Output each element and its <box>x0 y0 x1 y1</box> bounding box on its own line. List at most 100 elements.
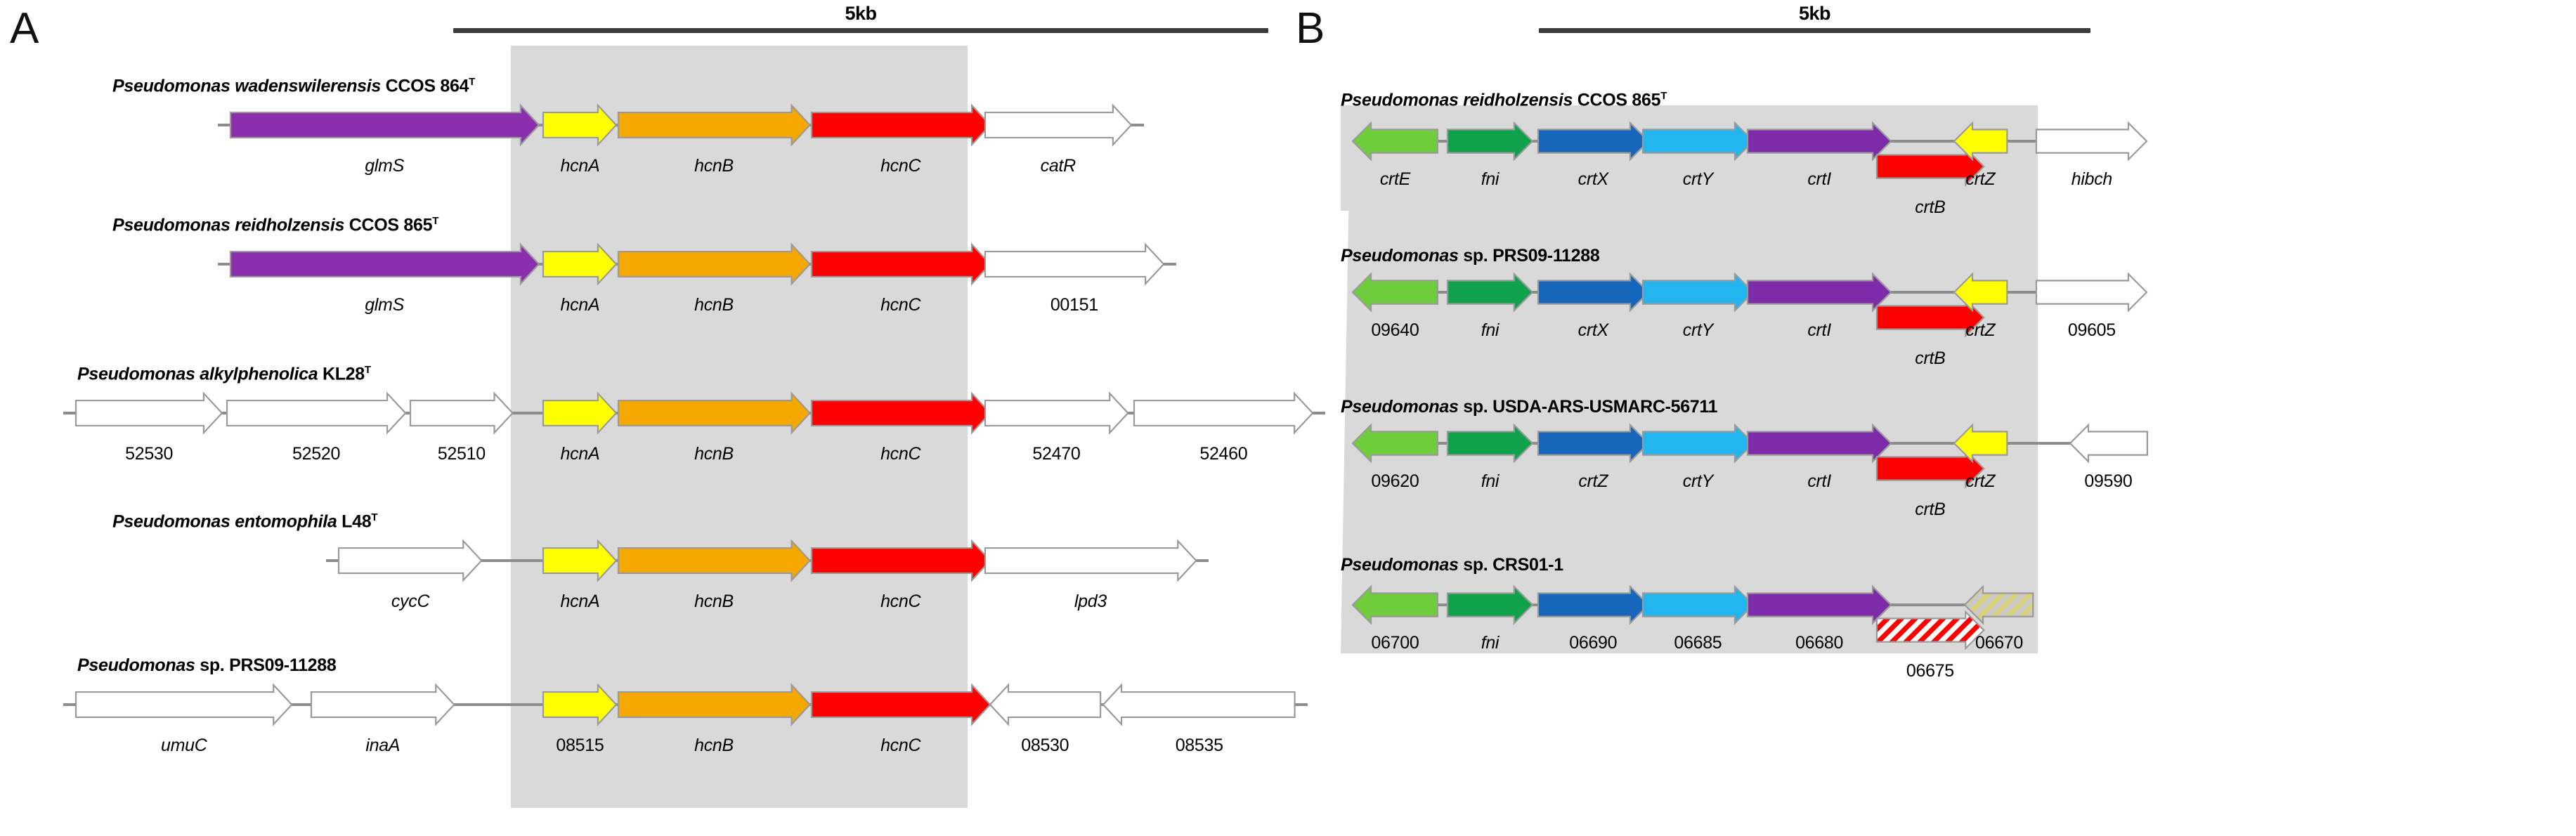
gene-arrow[interactable] <box>1875 610 1985 651</box>
gene-arrow[interactable] <box>229 103 540 147</box>
gene-label: 52530 <box>125 444 174 464</box>
gene-label: hibch <box>2071 169 2113 189</box>
gene-arrow[interactable] <box>1746 121 1892 162</box>
gene-label: crtB <box>1915 499 1946 519</box>
gene-arrow[interactable] <box>1963 584 2034 625</box>
gene-label: 06675 <box>1906 661 1954 681</box>
gene-arrow[interactable] <box>1746 423 1892 464</box>
gene-arrow[interactable] <box>810 242 991 286</box>
gene-label: 09590 <box>2084 471 2133 491</box>
gene-label: hcnB <box>694 736 734 755</box>
organism-name: Pseudomonas reidholzensis CCOS 865T <box>1341 90 1667 110</box>
gene-arrow[interactable] <box>984 539 1197 582</box>
organism-name: Pseudomonas sp. PRS09-11288 <box>1341 246 1600 266</box>
gene-label: crtZ <box>1965 320 1996 340</box>
gene-label: crtZ <box>1578 471 1608 491</box>
gene-arrow[interactable] <box>617 242 811 286</box>
gene-label: 52460 <box>1199 444 1248 464</box>
gene-arrow[interactable] <box>1641 272 1755 313</box>
gene-arrow[interactable] <box>542 391 618 435</box>
gene-label: 08535 <box>1175 736 1223 755</box>
gene-label: 52520 <box>292 444 341 464</box>
gene-arrow[interactable] <box>1446 584 1534 625</box>
gene-arrow[interactable] <box>984 242 1165 286</box>
gene-label: hcnC <box>880 295 921 315</box>
gene-arrow[interactable] <box>1537 121 1650 162</box>
gene-arrow[interactable] <box>1641 121 1755 162</box>
gene-arrow[interactable] <box>1746 584 1892 625</box>
panel-a: A 5kb Pseudomonas wadenswilerensis CCOS … <box>0 0 1326 836</box>
gene-arrow[interactable] <box>542 242 618 286</box>
gene-arrow[interactable] <box>1953 121 2008 162</box>
panel-a-letter: A <box>10 4 39 53</box>
gene-arrow[interactable] <box>75 391 223 435</box>
gene-label: fni <box>1481 169 1500 189</box>
gene-arrow[interactable] <box>989 683 1101 726</box>
gene-label: glmS <box>365 295 404 315</box>
gene-arrow[interactable] <box>1351 584 1438 625</box>
gene-label: 08515 <box>556 736 604 755</box>
gene-arrow[interactable] <box>75 683 293 726</box>
gene-label: hcnC <box>880 592 921 611</box>
gene-label: crtI <box>1807 169 1831 189</box>
gene-label: fni <box>1481 471 1500 491</box>
gene-arrow[interactable] <box>2036 121 2148 162</box>
gene-arrow[interactable] <box>542 539 618 582</box>
gene-label: inaA <box>365 736 401 755</box>
gene-label: 06680 <box>1795 633 1844 653</box>
gene-arrow[interactable] <box>542 103 618 147</box>
gene-arrow[interactable] <box>1133 391 1314 435</box>
gene-arrow[interactable] <box>1641 584 1755 625</box>
gene-arrow[interactable] <box>1953 423 2008 464</box>
gene-arrow[interactable] <box>229 242 540 286</box>
gene-arrow[interactable] <box>311 683 455 726</box>
gene-label: hcnA <box>560 295 600 315</box>
gene-arrow[interactable] <box>1641 423 1755 464</box>
gene-arrow[interactable] <box>1102 683 1296 726</box>
scale-bar-line <box>453 28 1268 33</box>
gene-arrow[interactable] <box>1537 584 1650 625</box>
gene-arrow[interactable] <box>1446 423 1534 464</box>
gene-arrow[interactable] <box>984 391 1129 435</box>
gene-arrow[interactable] <box>617 103 811 147</box>
gene-label: lpd3 <box>1074 592 1107 611</box>
gene-label: catR <box>1040 156 1076 176</box>
gene-label: 52470 <box>1032 444 1081 464</box>
gene-label: hcnB <box>694 295 734 315</box>
gene-arrow[interactable] <box>617 391 811 435</box>
gene-arrow[interactable] <box>409 391 514 435</box>
gene-label: hcnC <box>880 444 921 464</box>
gene-label: crtX <box>1578 169 1609 189</box>
gene-label: 09620 <box>1371 471 1419 491</box>
gene-label: cycC <box>391 592 430 611</box>
organism-name: Pseudomonas reidholzensis CCOS 865T <box>112 215 439 235</box>
gene-arrow[interactable] <box>617 539 811 582</box>
gene-label: hcnC <box>880 736 921 755</box>
gene-label: 06690 <box>1569 633 1618 653</box>
gene-label: crtZ <box>1965 471 1996 491</box>
gene-arrow[interactable] <box>1953 272 2008 313</box>
gene-arrow[interactable] <box>1351 121 1438 162</box>
panel-b: B 5kb Pseudomonas reidholzensis CCOS 865… <box>1286 0 2576 836</box>
organism-name: Pseudomonas sp. CRS01-1 <box>1341 555 1563 575</box>
gene-arrow[interactable] <box>810 391 991 435</box>
gene-arrow[interactable] <box>810 683 991 726</box>
gene-label: crtB <box>1915 197 1946 217</box>
gene-arrow[interactable] <box>1537 423 1650 464</box>
gene-arrow[interactable] <box>1537 272 1650 313</box>
gene-arrow[interactable] <box>1446 272 1534 313</box>
gene-arrow[interactable] <box>810 539 991 582</box>
gene-arrow[interactable] <box>2068 423 2148 464</box>
gene-arrow[interactable] <box>2036 272 2148 313</box>
gene-arrow[interactable] <box>984 103 1133 147</box>
gene-arrow[interactable] <box>338 539 483 582</box>
gene-arrow[interactable] <box>226 391 407 435</box>
gene-arrow[interactable] <box>1446 121 1534 162</box>
gene-arrow[interactable] <box>810 103 991 147</box>
gene-arrow[interactable] <box>1351 272 1438 313</box>
gene-arrow[interactable] <box>542 683 618 726</box>
gene-arrow[interactable] <box>1746 272 1892 313</box>
scale-bar-line <box>1539 28 2090 33</box>
gene-arrow[interactable] <box>1351 423 1438 464</box>
gene-arrow[interactable] <box>617 683 811 726</box>
